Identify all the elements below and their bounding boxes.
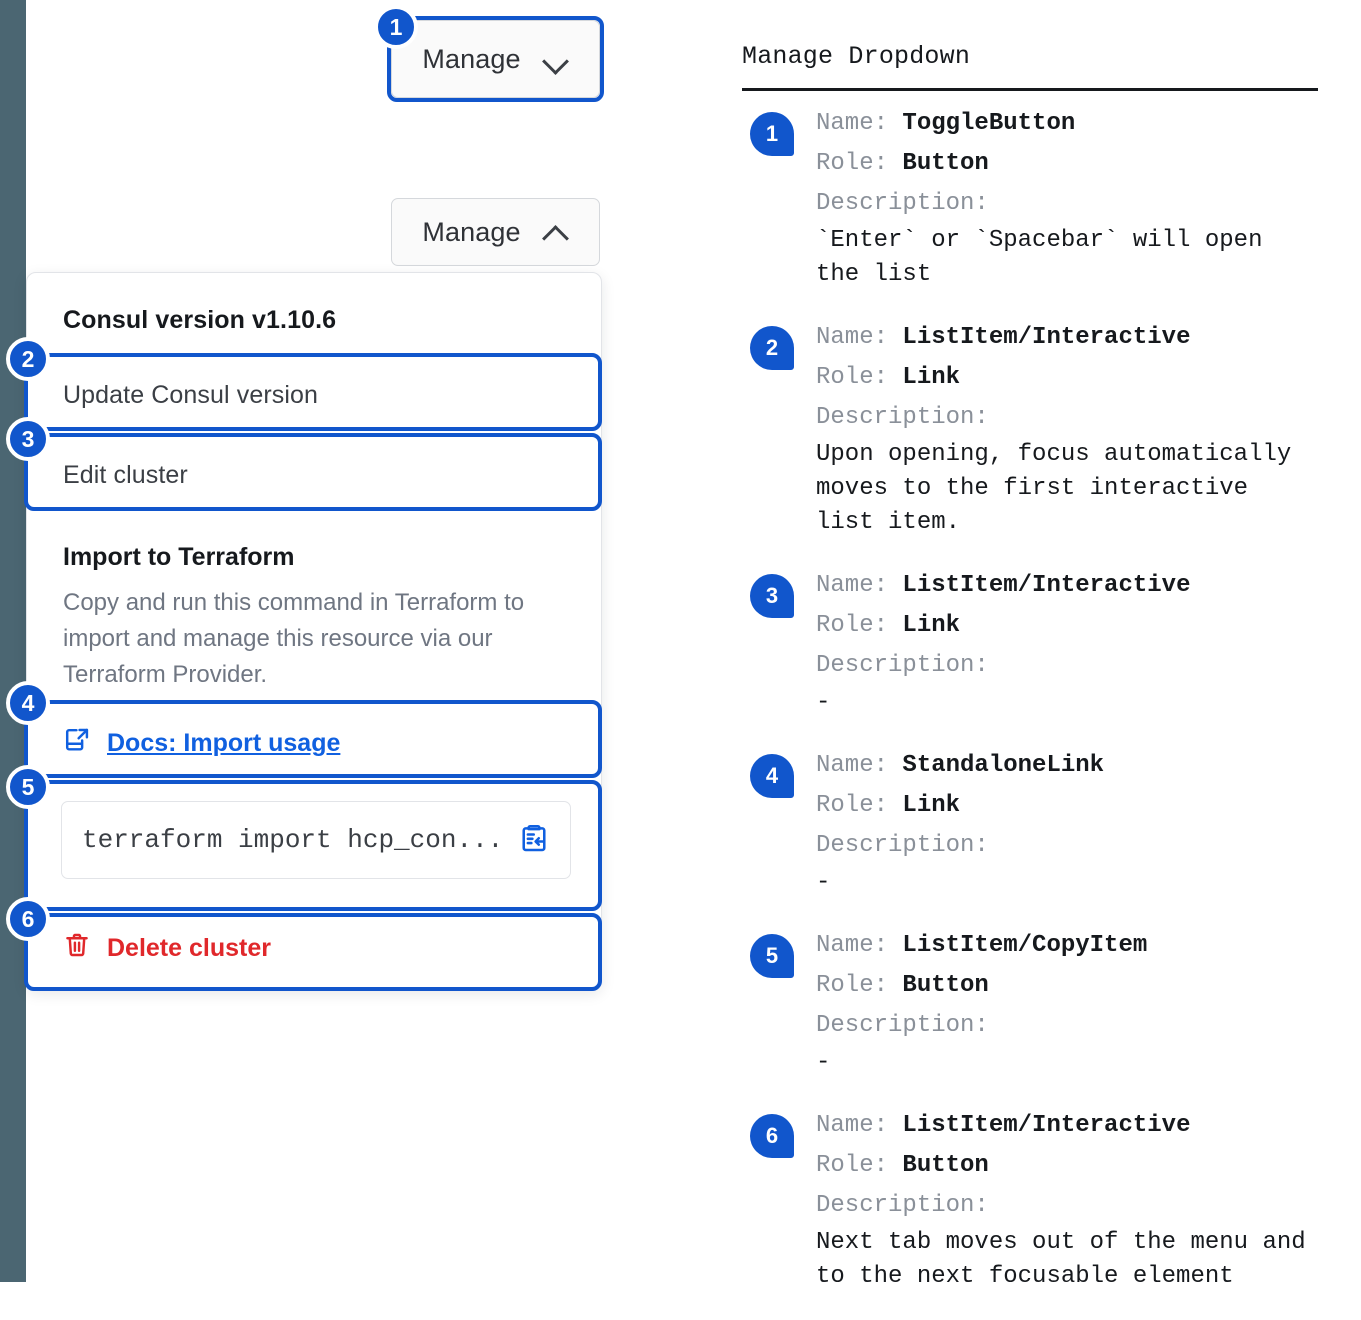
doc-role-value: Link <box>902 612 961 639</box>
doc-description-value: - <box>816 689 831 716</box>
doc-line: Description: <box>816 646 1342 686</box>
left-sidebar-rail <box>0 0 26 1282</box>
doc-role-value: Link <box>902 364 961 391</box>
doc-name-value: StandaloneLink <box>902 752 1105 779</box>
component-preview-stage: Manage Manage Consul version v1.10.6 Upd… <box>0 0 700 1282</box>
import-to-terraform-title: Import to Terraform <box>63 543 295 571</box>
delete-cluster-label: Delete cluster <box>107 934 271 962</box>
doc-entry-marker: 6 <box>750 1114 794 1158</box>
doc-entry-marker: 3 <box>750 574 794 618</box>
doc-name-label: Name: <box>816 932 903 959</box>
manage-dropdown-panel: Consul version v1.10.6 Update Consul ver… <box>26 272 602 990</box>
annotation-marker-6: 6 <box>6 897 50 941</box>
doc-name-value: ListItem/Interactive <box>902 324 1191 351</box>
doc-line: Role: Button <box>816 144 1342 184</box>
doc-role-label: Role: <box>816 792 903 819</box>
doc-description-value: `Enter` or `Spacebar` will open the list <box>816 227 1263 288</box>
doc-description-label: Description: <box>816 1012 989 1039</box>
doc-description-label: Description: <box>816 1192 989 1219</box>
doc-description-value: Next tab moves out of the menu and to th… <box>816 1229 1306 1290</box>
doc-name-label: Name: <box>816 1112 903 1139</box>
doc-description-value: Upon opening, focus automatically moves … <box>816 441 1292 536</box>
external-link-docs-icon <box>63 726 91 761</box>
chevron-up-icon <box>543 219 569 245</box>
manage-toggle-label: Manage <box>422 43 521 74</box>
doc-entry-marker: 1 <box>750 112 794 156</box>
doc-description-value: - <box>816 869 831 896</box>
manage-toggle-button-collapsed[interactable]: Manage <box>391 20 600 98</box>
doc-role-label: Role: <box>816 972 903 999</box>
doc-role-value: Button <box>902 1152 989 1179</box>
doc-role-value: Button <box>902 150 989 177</box>
doc-line: Description: <box>816 1186 1342 1226</box>
doc-role-label: Role: <box>816 612 903 639</box>
annotation-marker-5: 5 <box>6 765 50 809</box>
doc-role-label: Role: <box>816 150 903 177</box>
annotation-marker-4: 4 <box>6 681 50 725</box>
doc-name-value: ListItem/Interactive <box>902 572 1191 599</box>
import-to-terraform-description: Copy and run this command in Terraform t… <box>63 589 525 688</box>
doc-panel-divider <box>742 88 1318 91</box>
doc-line: Name: StandaloneLink <box>816 746 1342 786</box>
doc-name-value: ListItem/Interactive <box>902 1112 1191 1139</box>
doc-name-value: ListItem/CopyItem <box>902 932 1148 959</box>
menu-item-edit-cluster[interactable]: Edit cluster <box>63 461 188 489</box>
doc-description-label: Description: <box>816 652 989 679</box>
doc-entry-marker: 2 <box>750 326 794 370</box>
doc-line: Description: <box>816 184 1342 224</box>
terraform-command-field[interactable]: terraform import hcp_con... <box>61 801 571 879</box>
doc-line: Name: ListItem/Interactive <box>816 318 1342 358</box>
doc-line: Name: ListItem/Interactive <box>816 566 1342 606</box>
doc-name-label: Name: <box>816 110 903 137</box>
annotation-marker-1: 1 <box>374 5 418 49</box>
doc-role-label: Role: <box>816 1152 903 1179</box>
doc-description-label: Description: <box>816 832 989 859</box>
doc-line: Role: Button <box>816 1146 1342 1186</box>
menu-item-update-consul-version[interactable]: Update Consul version <box>63 381 319 409</box>
doc-name-label: Name: <box>816 752 903 779</box>
doc-entry-marker: 5 <box>750 934 794 978</box>
copy-to-clipboard-icon[interactable] <box>518 822 550 859</box>
doc-line: Name: ToggleButton <box>816 104 1342 144</box>
doc-line: Role: Button <box>816 966 1342 1006</box>
annotation-marker-2: 2 <box>6 337 50 381</box>
doc-line: Name: ListItem/CopyItem <box>816 926 1342 966</box>
manage-toggle-label-expanded: Manage <box>422 216 521 247</box>
menu-item-delete-cluster[interactable]: Delete cluster <box>63 931 271 966</box>
doc-description-label: Description: <box>816 190 989 217</box>
annotation-marker-3: 3 <box>6 417 50 461</box>
doc-line: Description: <box>816 826 1342 866</box>
doc-role-label: Role: <box>816 364 903 391</box>
doc-role-value: Link <box>902 792 961 819</box>
trash-icon <box>63 931 91 966</box>
docs-import-usage-link[interactable]: Docs: Import usage <box>63 726 340 761</box>
docs-import-usage-label: Docs: Import usage <box>107 729 341 757</box>
doc-name-value: ToggleButton <box>902 110 1076 137</box>
doc-line: Description: <box>816 1006 1342 1046</box>
chevron-down-icon <box>543 46 569 72</box>
doc-line: Role: Link <box>816 606 1342 646</box>
doc-panel-title: Manage Dropdown <box>742 42 971 71</box>
doc-entry-marker: 4 <box>750 754 794 798</box>
doc-role-value: Button <box>902 972 989 999</box>
doc-name-label: Name: <box>816 572 903 599</box>
terraform-command-text: terraform import hcp_con... <box>82 825 504 855</box>
doc-name-label: Name: <box>816 324 903 351</box>
doc-line: Role: Link <box>816 358 1342 398</box>
doc-line: Description: <box>816 398 1342 438</box>
consul-version-header: Consul version v1.10.6 <box>63 306 337 334</box>
doc-description-label: Description: <box>816 404 989 431</box>
doc-description-value: - <box>816 1049 831 1076</box>
doc-line: Role: Link <box>816 786 1342 826</box>
doc-line: Name: ListItem/Interactive <box>816 1106 1342 1146</box>
manage-toggle-button-expanded[interactable]: Manage <box>391 198 600 266</box>
